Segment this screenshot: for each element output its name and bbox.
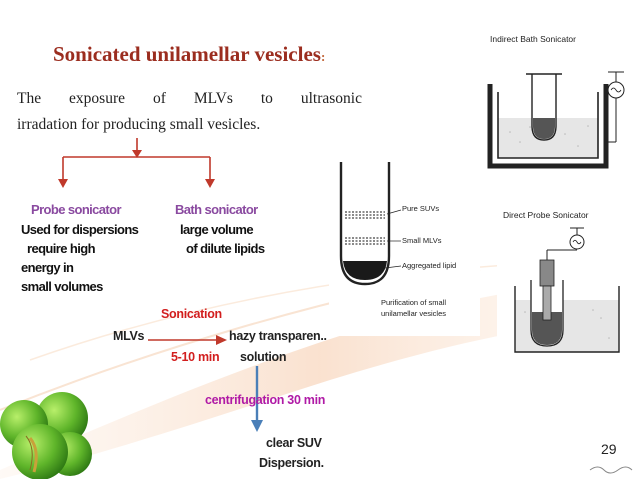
bath-line-2: of dilute lipids: [186, 241, 265, 256]
vesicle-illustration: [0, 392, 92, 479]
title-colon: :: [320, 49, 326, 64]
dispersion-label: Dispersion.: [259, 456, 324, 470]
probe-line-4: small volumes: [21, 279, 103, 294]
page-number: 29: [601, 441, 617, 457]
purification-figure: Pure SUVs Small MLVs Aggregated lipid Pu…: [329, 156, 480, 336]
mlvs-label: MLVs: [113, 329, 145, 343]
bath-line-1: large volume: [180, 222, 254, 237]
direct-probe-diagram: [514, 227, 620, 353]
indirect-bath-diagram: [487, 71, 625, 169]
direct-probe-figure: Direct Probe Sonicator: [497, 200, 638, 360]
pure-suvs-label: Pure SUVs: [402, 204, 440, 213]
intro-line-1: The exposure of MLVs to ultrasonic: [17, 90, 362, 107]
probe-description: Used for dispersions require high energy…: [21, 220, 139, 296]
solution-label: solution: [240, 350, 287, 364]
indirect-figure-title: Indirect Bath Sonicator: [490, 34, 576, 44]
centrifugation-arrow: [251, 366, 263, 432]
branch-arrow: [58, 138, 215, 188]
intro-paragraph: The exposure of MLVs to ultrasonic irrad…: [17, 86, 362, 138]
bath-heading: Bath sonicator: [175, 202, 258, 217]
intro-line-2: irradation for producing small vesicles.: [17, 116, 261, 133]
time-label: 5-10 min: [171, 350, 220, 364]
probe-heading: Probe sonicator: [31, 202, 122, 217]
tube-caption-line-2: unilamellar vesicles: [381, 309, 447, 318]
probe-line-3: energy in: [21, 260, 74, 275]
slide-title: Sonicated unilamellar vesicles:: [53, 42, 325, 67]
sonication-arrow: [148, 335, 227, 345]
indirect-bath-figure: Indirect Bath Sonicator: [460, 22, 638, 188]
centrifugation-label: centrifugation 30 min: [205, 393, 326, 407]
small-mlvs-label: Small MLVs: [402, 236, 442, 245]
bath-description: large volume of dilute lipids: [180, 220, 265, 258]
direct-figure-title: Direct Probe Sonicator: [503, 210, 589, 220]
probe-line-2: require high: [27, 241, 96, 256]
probe-line-1: Used for dispersions: [21, 222, 139, 237]
tube-caption-line-1: Purification of small: [381, 298, 447, 307]
sonication-label: Sonication: [161, 307, 222, 321]
clear-suv-label: clear SUV: [266, 436, 322, 450]
aggregated-lipid-label: Aggregated lipid: [402, 261, 457, 270]
tube-diagram: [339, 162, 402, 286]
title-text: Sonicated unilamellar vesicles: [53, 42, 321, 66]
hazy-label: hazy transparen..: [229, 329, 327, 343]
